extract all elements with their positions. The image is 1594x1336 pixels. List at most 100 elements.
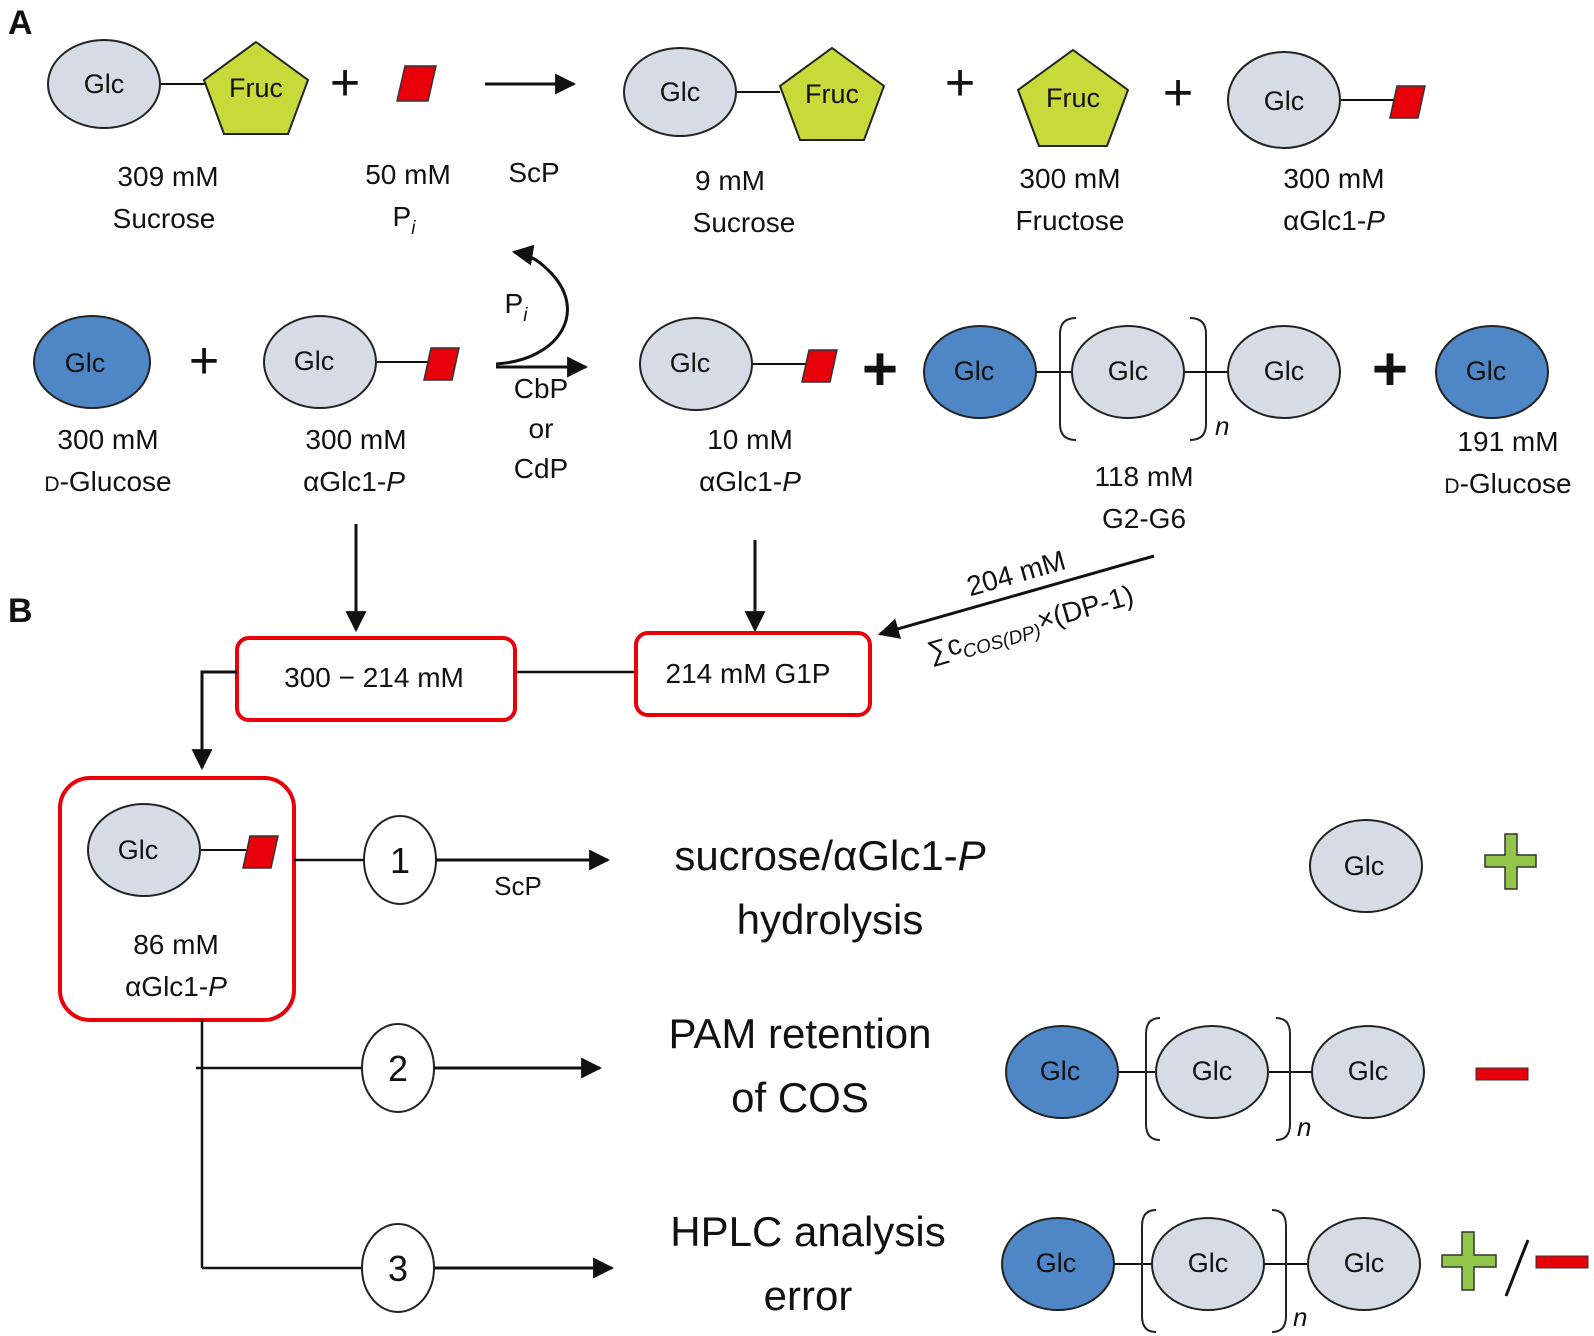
phosphate-icon bbox=[396, 65, 437, 102]
fructose-unit-icon bbox=[778, 46, 886, 141]
pi-in-amount: 50 mM bbox=[365, 159, 451, 190]
glc-label: Glc bbox=[1188, 1248, 1229, 1278]
plus-minus-sign bbox=[1441, 1231, 1589, 1297]
pi-release-label: Pi bbox=[505, 288, 529, 326]
cos-name: G2-G6 bbox=[1102, 503, 1186, 534]
g1p-in-amount: 300 mM bbox=[305, 424, 406, 455]
repeat-bracket-right bbox=[1275, 1017, 1291, 1141]
glc-label: Glc bbox=[1264, 86, 1305, 116]
glc-label: Glc bbox=[1036, 1248, 1077, 1278]
glucose-unit-icon bbox=[1151, 1217, 1265, 1311]
plus-icon-green bbox=[1484, 833, 1537, 890]
phosphate-icon bbox=[1389, 85, 1426, 119]
glc-label: Glc bbox=[65, 348, 106, 378]
glucose-out-name: D-Glucose bbox=[1444, 468, 1571, 499]
sucrose-in-name: Sucrose bbox=[113, 203, 216, 234]
glucose-unit-icon bbox=[1227, 51, 1341, 149]
sucrose-out-amount: 9 mM bbox=[695, 165, 765, 196]
fructose-out-name: Fructose bbox=[1016, 205, 1125, 236]
minus-icon-red bbox=[1475, 1067, 1529, 1081]
difference-box-label: 300 − 214 mM bbox=[284, 662, 464, 693]
glc-label: Glc bbox=[294, 346, 335, 376]
fruc-label: Fruc bbox=[229, 73, 283, 103]
fruc-label: Fruc bbox=[1046, 83, 1100, 113]
glc-label: Glc bbox=[1264, 356, 1305, 386]
g1p-molecule-in: Glc bbox=[263, 315, 460, 409]
cos-g1p-amount: 204 mM bbox=[963, 544, 1069, 602]
g1p-left-amount: 10 mM bbox=[707, 424, 793, 455]
g1p-total-box-label: 214 mM G1P bbox=[666, 658, 831, 689]
enzyme-cdp-label: CdP bbox=[514, 453, 568, 484]
phosphate-icon bbox=[801, 349, 838, 383]
glc-label: Glc bbox=[670, 348, 711, 378]
residual-amount: 86 mM bbox=[133, 929, 219, 960]
repeat-bracket-right bbox=[1271, 1209, 1287, 1333]
glucose-unit-icon bbox=[1309, 819, 1423, 913]
panel-label-a: A bbox=[8, 4, 33, 42]
glucose-unit-icon bbox=[47, 39, 161, 129]
cellodextrin-molecule: Glc Glc n Glc bbox=[923, 317, 1341, 441]
sucrose-in-amount: 309 mM bbox=[117, 161, 218, 192]
sucrose-molecule-in: Glc Fruc bbox=[47, 39, 310, 135]
explanation-1-enzyme: ScP bbox=[494, 871, 542, 901]
glc-label: Glc bbox=[1466, 356, 1507, 386]
cos-g1p-annotation: 204 mM ∑cCOS(DP)×(DP-1) bbox=[924, 544, 1139, 672]
difference-box bbox=[235, 636, 517, 722]
glucose-unit-icon bbox=[623, 47, 737, 137]
repeat-bracket-left bbox=[1141, 1209, 1157, 1333]
plus-icon-green bbox=[1441, 1231, 1497, 1291]
glucose-unit-icon bbox=[639, 317, 753, 411]
arrow-cos-to-balance bbox=[877, 554, 1155, 639]
repeat-bracket-right bbox=[1189, 317, 1207, 441]
glc-label: Glc bbox=[118, 835, 159, 865]
explanation-3-number: 3 bbox=[388, 1248, 408, 1289]
plus-sign: + bbox=[1163, 64, 1193, 122]
fructose-out-amount: 300 mM bbox=[1019, 163, 1120, 194]
g1p-molecule-out: Glc bbox=[1227, 51, 1426, 149]
explanation-2-number: 2 bbox=[388, 1048, 408, 1089]
plus-sign: + bbox=[862, 335, 898, 404]
cos-amount: 118 mM bbox=[1094, 461, 1193, 492]
g1p-left-name: αGlc1-P bbox=[699, 466, 801, 497]
minus-icon-red bbox=[1535, 1255, 1589, 1269]
glucose-acceptor-icon bbox=[1435, 325, 1549, 419]
glucose-acceptor-icon bbox=[1005, 1025, 1119, 1119]
repeat-n-label: n bbox=[1293, 1302, 1307, 1332]
glucose-acceptor-icon bbox=[1001, 1217, 1115, 1311]
phosphate-icon bbox=[423, 347, 460, 381]
cos-g1p-formula: ∑cCOS(DP)×(DP-1) bbox=[924, 579, 1139, 672]
repeat-bracket-left bbox=[1059, 317, 1077, 441]
glucose-out-amount: 191 mM bbox=[1457, 426, 1558, 457]
glucose-unit-icon bbox=[1071, 325, 1185, 419]
glucose-acceptor-icon bbox=[33, 315, 151, 409]
plus-sign: + bbox=[189, 332, 219, 390]
glc-label: Glc bbox=[1108, 356, 1149, 386]
glc-label: Glc bbox=[954, 356, 995, 386]
glucose-unit-icon bbox=[1311, 1025, 1425, 1119]
explanation-1-line2: hydrolysis bbox=[737, 896, 924, 943]
glucose-acceptor-in: Glc bbox=[33, 315, 151, 409]
glc-label: Glc bbox=[660, 77, 701, 107]
repeat-n-label: n bbox=[1215, 411, 1229, 441]
explanation-3-cos-molecule: Glc Glc n Glc bbox=[1001, 1209, 1421, 1333]
explanation-2-cos-molecule: Glc Glc n Glc bbox=[1005, 1017, 1425, 1142]
fruc-label: Fruc bbox=[805, 79, 859, 109]
repeat-n-label: n bbox=[1297, 1112, 1311, 1142]
enzyme-scp-label: ScP bbox=[508, 157, 559, 188]
glc-label: Glc bbox=[1040, 1056, 1081, 1086]
glc-label: Glc bbox=[1344, 851, 1385, 881]
plus-sign: + bbox=[1372, 335, 1408, 404]
fructose-molecule-out: Fruc bbox=[1016, 48, 1130, 147]
arrow-to-residual bbox=[191, 670, 237, 771]
residual-g1p-molecule: Glc bbox=[87, 803, 279, 897]
pi-in-name: Pi bbox=[393, 201, 417, 239]
pi-release-curved-arrow bbox=[495, 244, 569, 366]
enzyme-cbp-label: CbP bbox=[514, 373, 568, 404]
g1p-molecule-left: Glc bbox=[639, 317, 838, 411]
glucose-acceptor-icon bbox=[923, 325, 1037, 419]
glc-label: Glc bbox=[1344, 1248, 1385, 1278]
glc-label: Glc bbox=[84, 69, 125, 99]
panel-label-b: B bbox=[8, 592, 33, 630]
glc-label: Glc bbox=[1348, 1056, 1389, 1086]
glucose-in-name: D-Glucose bbox=[44, 466, 171, 497]
